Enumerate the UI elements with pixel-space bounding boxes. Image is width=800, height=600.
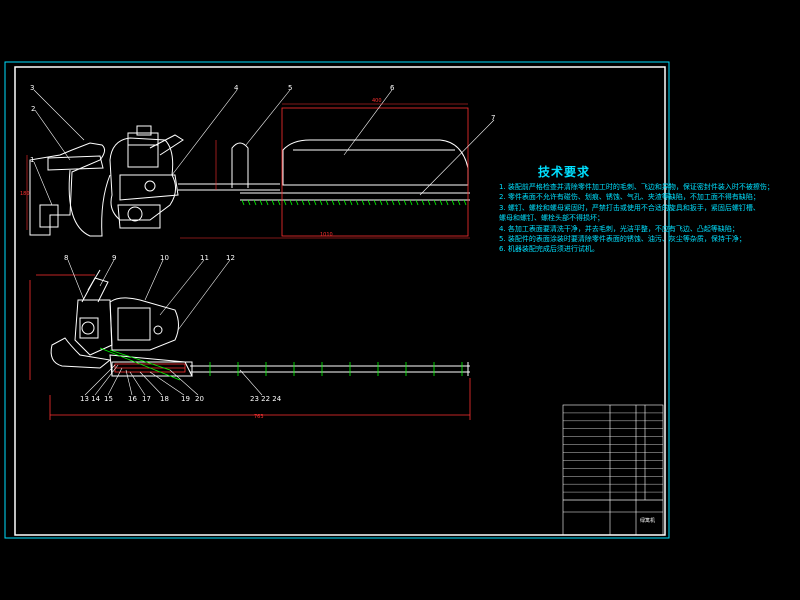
bottom-balloon-labels: 8 9 10 11 12 [64, 254, 235, 262]
tech-requirements-title: 技术要求 [538, 165, 591, 179]
blade-tooth [349, 199, 353, 206]
tech-requirement-item: 螺母和螺钉、螺栓头部不得损坏； [499, 214, 604, 223]
tech-requirement-item: 6. 机器装配完成后须进行试机。 [499, 245, 599, 254]
blade-tooth [247, 199, 251, 206]
row-label: 20 [195, 395, 204, 403]
top-balloon-labels: 3 2 4 5 6 7 1 [30, 84, 495, 164]
blade-tooth [319, 199, 323, 206]
balloon-label: 6 [390, 84, 395, 92]
balloon-label: 5 [288, 84, 292, 92]
blade-tooth [313, 199, 317, 206]
row-label: 18 [160, 395, 169, 403]
blade-tooth [241, 199, 245, 206]
blade-tooth [361, 199, 365, 206]
blade-tooth [451, 199, 455, 206]
row-label: 13 14 [80, 395, 101, 403]
blade-tooth [277, 199, 281, 206]
blade-tooth [457, 199, 461, 206]
row-label: 17 [142, 395, 151, 403]
dim-bottom-length: 763 [254, 414, 264, 420]
title-block [562, 404, 664, 536]
blade-tooth [331, 199, 335, 206]
blade-tooth [397, 199, 401, 206]
bottom-row-labels: 13 14 15 16 17 18 19 20 23 22 24 [80, 395, 282, 403]
bottom-view [50, 269, 470, 377]
title-block-text: 绿篱机 [640, 517, 655, 524]
title-block-rows [563, 412, 663, 501]
blade-tooth [343, 199, 347, 206]
balloon-label: 7 [491, 114, 495, 122]
balloon-label: 12 [226, 254, 235, 262]
bottom-green-detail [99, 347, 181, 381]
tech-requirement-item: 4. 各加工表面要清洗干净，并去毛刺，光洁平整，不应有飞边、凸起等缺陷； [499, 224, 739, 233]
dim-top-width: 400 [372, 98, 382, 104]
blade-tooth [415, 199, 419, 206]
bottom-dimension-labels: 763 [254, 414, 264, 420]
balloon-label: 11 [200, 254, 209, 262]
blade-tooth [307, 199, 311, 206]
top-dimension-labels: 1010 180 400 [20, 98, 382, 238]
blade-tooth [445, 199, 449, 206]
inner-frame [14, 66, 666, 536]
balloon-label: 10 [160, 254, 169, 262]
bottom-blade-bolts [209, 362, 463, 376]
balloon-label: 4 [234, 84, 239, 92]
blade-tooth [301, 199, 305, 206]
blade-tooth [271, 199, 275, 206]
top-dimensions [26, 103, 470, 239]
blade-tooth [433, 199, 437, 206]
blade-tooth [409, 199, 413, 206]
blade-tooth [403, 199, 407, 206]
blade-tooth [367, 199, 371, 206]
blade-tooth [337, 199, 341, 206]
blade-tooth [355, 199, 359, 206]
row-label: 19 [181, 395, 190, 403]
blade-tooth [439, 199, 443, 206]
blade-tooth [283, 199, 287, 206]
bottom-leaders [67, 259, 263, 396]
tech-requirement-item: 1. 装配前严格检查并清除零件加工时的毛刺、飞边和异物，保证密封件装入时不被擦伤… [499, 183, 774, 191]
blade-tooth [391, 199, 395, 206]
blade-tooth [421, 199, 425, 206]
balloon-label: 2 [31, 105, 35, 113]
blade-tooth [259, 199, 263, 206]
dim-top-length: 1010 [320, 232, 333, 238]
blade-tooth [289, 199, 293, 206]
top-leaders [33, 89, 495, 206]
blade-tooth [295, 199, 299, 206]
outer-frame [4, 61, 670, 539]
tech-requirements-list: 1. 装配前严格检查并清除零件加工时的毛刺、飞边和异物，保证密封件装入时不被擦伤… [499, 182, 799, 255]
top-view [29, 107, 470, 237]
blade-tooth [253, 199, 257, 206]
blade-tooth [373, 199, 377, 206]
tech-requirement-item: 2. 零件表面不允许有碰伤、划痕、锈蚀、气孔、夹渣等缺陷，不加工面不得有缺陷； [499, 193, 760, 202]
balloon-label: 3 [30, 84, 34, 92]
row-label: 15 [104, 395, 113, 403]
tech-requirement-item: 5. 装配件的表面涂装时要清除零件表面的锈蚀、油污、灰尘等杂质，保持干净； [499, 235, 746, 244]
drawing-name: 绿篱机 [640, 517, 655, 524]
balloon-label: 8 [64, 254, 68, 262]
blade-tooth [265, 199, 269, 206]
blade-tooth [427, 199, 431, 206]
balloon-label: 1 [30, 156, 34, 164]
blade-tooth [325, 199, 329, 206]
blade-tooth [463, 199, 467, 206]
blade-teeth-top [241, 199, 467, 206]
blade-tooth [385, 199, 389, 206]
row-label: 16 [128, 395, 137, 403]
dim-height: 180 [20, 191, 30, 197]
tech-requirement-item: 3. 螺钉、螺栓和螺母紧固时，严禁打击或使用不合适的旋具和扳手，紧固后螺钉槽、 [499, 203, 760, 212]
row-label: 23 22 24 [250, 395, 282, 403]
balloon-label: 9 [112, 254, 116, 262]
blade-tooth [379, 199, 383, 206]
